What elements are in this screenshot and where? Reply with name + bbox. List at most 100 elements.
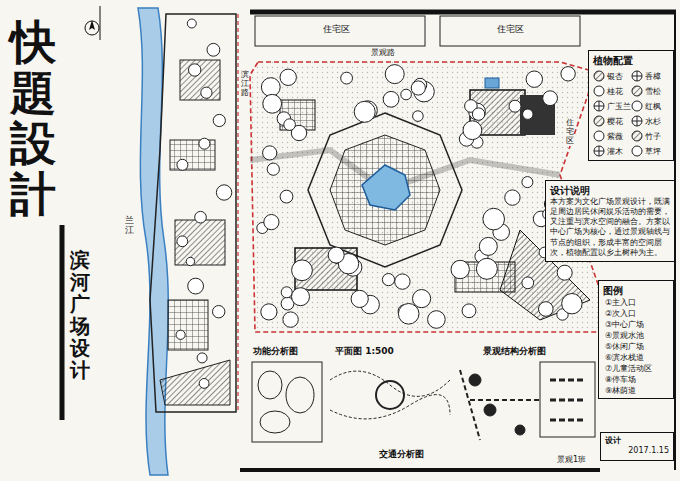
tree-symbol bbox=[201, 87, 212, 98]
section-title: 交通分析图 bbox=[378, 449, 425, 459]
section-title: 景观结构分析图 bbox=[482, 346, 547, 356]
tree-symbol bbox=[479, 237, 497, 255]
legend-row: 樱花 bbox=[593, 115, 631, 127]
tree-symbol bbox=[197, 353, 207, 363]
tree-symbol bbox=[283, 312, 298, 327]
tree-symbol bbox=[476, 258, 497, 279]
tree-symbol bbox=[543, 91, 558, 106]
panel-heading: 设计说明 bbox=[550, 184, 670, 197]
plant-legend: 银杏香樟桂花雪松广玉兰红枫樱花水杉紫薇竹子灌木草坪 bbox=[593, 70, 669, 157]
legend-row: 香樟 bbox=[631, 70, 669, 82]
legend-item: ⑤休闲广场 bbox=[604, 342, 645, 351]
tree-symbol bbox=[483, 208, 505, 230]
tree-symbol bbox=[195, 211, 207, 223]
legend-label: 水杉 bbox=[645, 116, 661, 127]
legend-item: ③中心广场 bbox=[604, 320, 645, 329]
legend-row: 草坪 bbox=[631, 145, 669, 157]
legend-label: 香樟 bbox=[645, 71, 661, 82]
tree-symbol bbox=[280, 190, 293, 203]
plant-symbol bbox=[593, 85, 605, 97]
tree-symbol bbox=[177, 159, 188, 170]
title-text: 快題設計 bbox=[10, 16, 56, 220]
tree-symbol bbox=[413, 290, 431, 308]
plant-symbol bbox=[631, 130, 643, 142]
legend-row: 水杉 bbox=[631, 115, 669, 127]
tree-symbol bbox=[176, 330, 185, 339]
legend-item: ⑧停车场 bbox=[604, 375, 637, 384]
legend-row: 灌木 bbox=[593, 145, 631, 157]
tree-symbol bbox=[395, 274, 410, 289]
tree-symbol bbox=[385, 65, 404, 84]
plant-symbol bbox=[593, 145, 605, 157]
tree-symbol bbox=[428, 311, 446, 329]
tree-symbol bbox=[451, 260, 469, 278]
tree-symbol bbox=[523, 109, 533, 119]
legend-row: 广玉兰 bbox=[593, 100, 631, 112]
tree-symbol bbox=[341, 72, 353, 84]
map-label: 住宅区 bbox=[322, 24, 351, 34]
legend-label: 雪松 bbox=[645, 86, 661, 97]
tree-symbol bbox=[199, 138, 210, 149]
tree-symbol bbox=[462, 304, 476, 318]
tree-symbol bbox=[177, 236, 188, 247]
legend-row: 桂花 bbox=[593, 85, 631, 97]
tree-symbol bbox=[292, 288, 310, 306]
tree-symbol bbox=[413, 111, 424, 122]
tree-symbol bbox=[207, 43, 220, 56]
tree-symbol bbox=[505, 190, 520, 205]
plant-symbol bbox=[631, 85, 643, 97]
panel-box: 设计2017.1.15 bbox=[600, 432, 674, 461]
tree-symbol bbox=[284, 119, 296, 131]
tree-symbol bbox=[328, 247, 344, 263]
tree-symbol bbox=[562, 294, 582, 314]
tree-symbol bbox=[557, 265, 572, 280]
legend-label: 桂花 bbox=[607, 86, 623, 97]
panel-heading: 图例 bbox=[603, 284, 669, 297]
map-label: 住宅区 bbox=[496, 24, 525, 34]
legend-item: ⑦儿童活动区 bbox=[604, 364, 653, 373]
tree-symbol bbox=[398, 304, 419, 325]
tree-symbol bbox=[188, 278, 204, 294]
legend-label: 草坪 bbox=[645, 146, 661, 157]
plant-symbol bbox=[631, 145, 643, 157]
legend-label: 银杏 bbox=[607, 71, 623, 82]
tree-symbol bbox=[351, 290, 368, 307]
plant-symbol bbox=[631, 115, 643, 127]
tree-symbol bbox=[463, 121, 482, 140]
legend-label: 广玉兰 bbox=[607, 101, 631, 112]
tree-symbol bbox=[509, 100, 521, 112]
tree-symbol bbox=[292, 260, 313, 281]
panel-body: 本方案为文化广场景观设计，既满足周边居民休闲娱乐活动的需要，又注重与滨水空间的融… bbox=[550, 197, 670, 258]
plant-symbol bbox=[593, 115, 605, 127]
tree-symbol bbox=[411, 81, 425, 95]
tree-symbol bbox=[213, 306, 225, 318]
panel-body: 2017.1.15 bbox=[605, 446, 669, 457]
tree-symbol bbox=[281, 287, 292, 298]
tree-symbol bbox=[354, 101, 375, 122]
tree-symbol bbox=[216, 185, 231, 200]
plant-symbol bbox=[631, 100, 643, 112]
legend-label: 樱花 bbox=[607, 116, 623, 127]
legend-label: 红枫 bbox=[645, 101, 661, 112]
tree-symbol bbox=[383, 91, 399, 107]
legend-item: ⑥滨水栈道 bbox=[604, 353, 645, 362]
tree-symbol bbox=[261, 304, 277, 320]
tree-symbol bbox=[189, 64, 201, 76]
legend-label: 紫薇 bbox=[607, 131, 623, 142]
panel-heading: 植物配置 bbox=[593, 54, 669, 67]
tree-symbol bbox=[263, 146, 277, 160]
tree-symbol bbox=[186, 257, 194, 265]
legend-row: 红枫 bbox=[631, 100, 669, 112]
tree-symbol bbox=[280, 69, 296, 85]
tree-symbol bbox=[267, 163, 279, 175]
tree-symbol bbox=[472, 108, 484, 120]
plant-symbol bbox=[593, 100, 605, 112]
tree-symbol bbox=[561, 67, 575, 81]
legend-row: 银杏 bbox=[593, 70, 631, 82]
panel-box: 植物配置银杏香樟桂花雪松广玉兰红枫樱花水杉紫薇竹子灌木草坪 bbox=[588, 50, 674, 161]
legend-item: ④景观水池 bbox=[604, 331, 645, 340]
tree-symbol bbox=[522, 277, 534, 289]
map-label: 景观路 bbox=[370, 48, 396, 57]
section-title: 功能分析图 bbox=[252, 346, 299, 356]
tree-symbol bbox=[539, 302, 554, 317]
